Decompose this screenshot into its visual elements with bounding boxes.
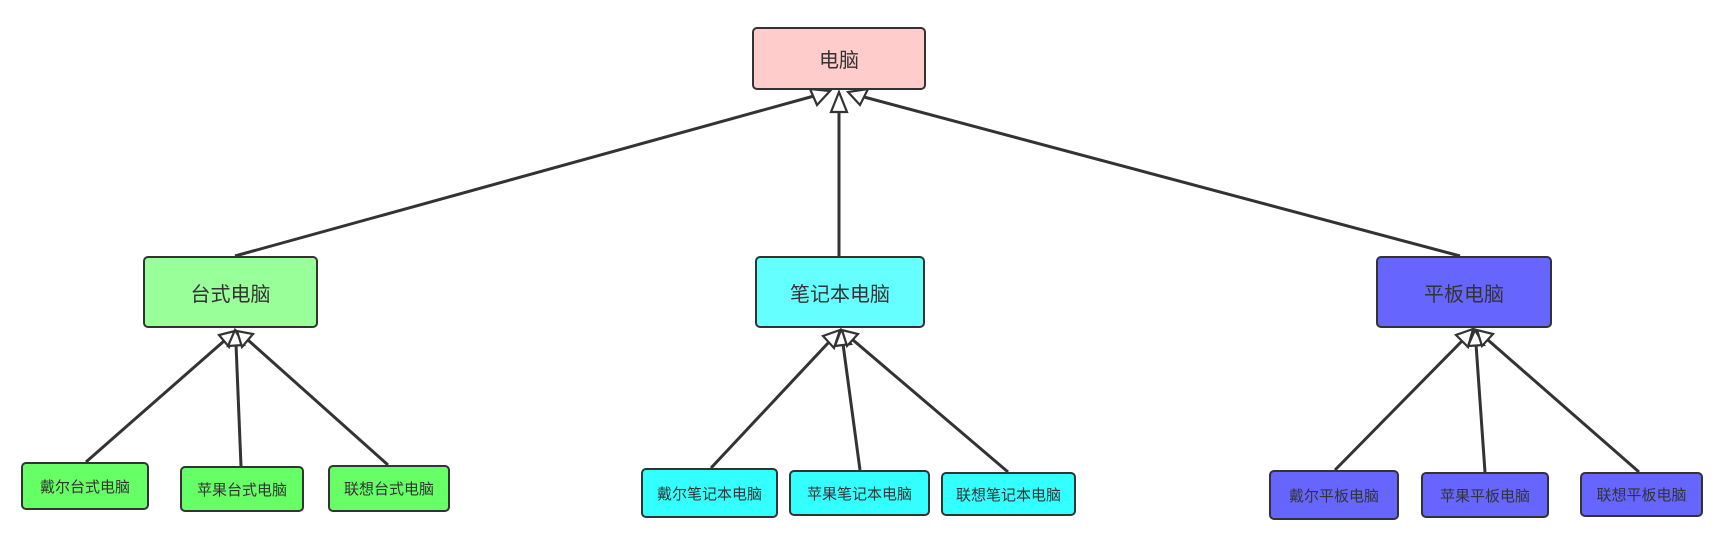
node-laptop-computer[interactable]: 笔记本电脑 xyxy=(755,256,925,328)
node-dell-desktop[interactable]: 戴尔台式电脑 xyxy=(21,462,149,510)
node-computer[interactable]: 电脑 xyxy=(752,27,926,90)
edge-lenovo-desktop xyxy=(247,338,389,467)
edge-apple-laptop xyxy=(841,343,862,471)
edge-tablet-to-root xyxy=(863,95,1461,258)
edge-dell-desktop xyxy=(85,339,225,464)
node-lenovo-tablet[interactable]: 联想平板电脑 xyxy=(1580,472,1703,517)
edge-apple-tablet xyxy=(1474,343,1487,473)
node-lenovo-desktop[interactable]: 联想台式电脑 xyxy=(328,465,450,512)
arrowhead-desktop-to-root xyxy=(808,87,833,107)
arrowhead-laptop-to-root xyxy=(829,89,849,114)
edge-apple-desktop xyxy=(234,343,243,467)
edge-dell-laptop xyxy=(709,340,831,470)
node-tablet-computer[interactable]: 平板电脑 xyxy=(1376,256,1552,328)
arrowhead-lenovo-laptop xyxy=(840,328,861,349)
edge-lenovo-tablet xyxy=(1487,338,1640,474)
edge-dell-tablet xyxy=(1333,339,1464,472)
node-lenovo-laptop[interactable]: 联想笔记本电脑 xyxy=(941,472,1076,516)
arrowhead-lenovo-tablet xyxy=(1475,328,1496,349)
edge-lenovo-laptop xyxy=(852,338,1009,474)
node-dell-laptop[interactable]: 戴尔笔记本电脑 xyxy=(641,468,778,518)
node-apple-desktop[interactable]: 苹果台式电脑 xyxy=(180,466,304,512)
node-apple-tablet[interactable]: 苹果平板电脑 xyxy=(1421,472,1549,518)
node-dell-tablet[interactable]: 戴尔平板电脑 xyxy=(1269,470,1399,520)
node-desktop-computer[interactable]: 台式电脑 xyxy=(143,256,318,328)
arrowhead-tablet-to-root xyxy=(845,87,870,107)
arrowhead-lenovo-desktop xyxy=(235,329,256,350)
node-apple-laptop[interactable]: 苹果笔记本电脑 xyxy=(789,470,930,516)
edge-desktop-to-root xyxy=(234,94,815,258)
